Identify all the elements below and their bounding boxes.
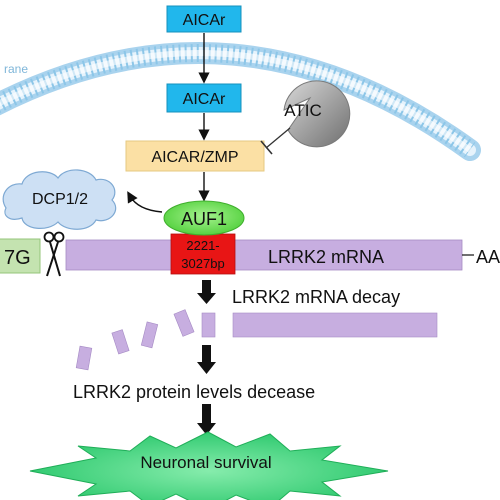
atic-enzyme: ATIC — [283, 80, 351, 148]
aicar-zmp-box: AICAR/ZMP — [125, 140, 265, 172]
mrna-fragment — [111, 329, 130, 355]
auf1-protein: AUF1 — [163, 200, 245, 236]
region-label-line1: 2221- — [186, 238, 219, 253]
aicar-extracellular-box: AICAr — [166, 5, 242, 33]
dcp12-cloud: DCP1/2 — [2, 169, 117, 230]
auf1-label: AUF1 — [181, 209, 227, 229]
aicar-zmp-label: AICAR/ZMP — [151, 149, 238, 166]
mrna-fragments — [75, 309, 438, 371]
mrna-fragment — [75, 345, 93, 371]
mrna-fragment — [140, 321, 159, 349]
atic-label: ATIC — [284, 101, 321, 120]
polya-tail-label: AA — [476, 247, 500, 267]
region-label-line2: 3027bp — [181, 256, 224, 271]
dcp12-label: DCP1/2 — [32, 191, 88, 208]
m7g-cap-label: 7G — [4, 247, 31, 269]
cell-membrane — [0, 42, 481, 161]
thick-arrow-decay — [197, 280, 216, 304]
aicar-extracellular-label: AICAr — [183, 12, 226, 29]
mrna-fragment — [201, 312, 216, 338]
t-bar-inhibition-icon — [260, 127, 291, 155]
lrrk2-mrna-label: LRRK2 mRNA — [268, 247, 384, 267]
mrna-fragment — [173, 309, 195, 337]
aicar-intracellular-label: AICAr — [183, 91, 226, 108]
m7g-cap-box: 7G — [0, 238, 41, 274]
protein-levels-label: LRRK2 protein levels decease — [73, 382, 315, 402]
binding-region-box: 2221- 3027bp — [170, 233, 236, 275]
membrane-label: rane — [4, 62, 28, 76]
thick-arrow-protein — [197, 345, 216, 374]
neuronal-survival-label: Neuronal survival — [140, 453, 271, 472]
mrna-remnant-bar — [232, 312, 438, 338]
lrrk2-mrna-bar: LRRK2 mRNA — [65, 239, 463, 271]
scissors-icon — [43, 231, 65, 277]
arrow-recruit-dcp — [127, 191, 163, 213]
neuronal-survival-burst: Neuronal survival — [29, 431, 389, 500]
thick-arrow-survival — [197, 404, 216, 435]
mrna-decay-label: LRRK2 mRNA decay — [232, 287, 400, 307]
aicar-intracellular-box: AICAr — [166, 83, 242, 113]
